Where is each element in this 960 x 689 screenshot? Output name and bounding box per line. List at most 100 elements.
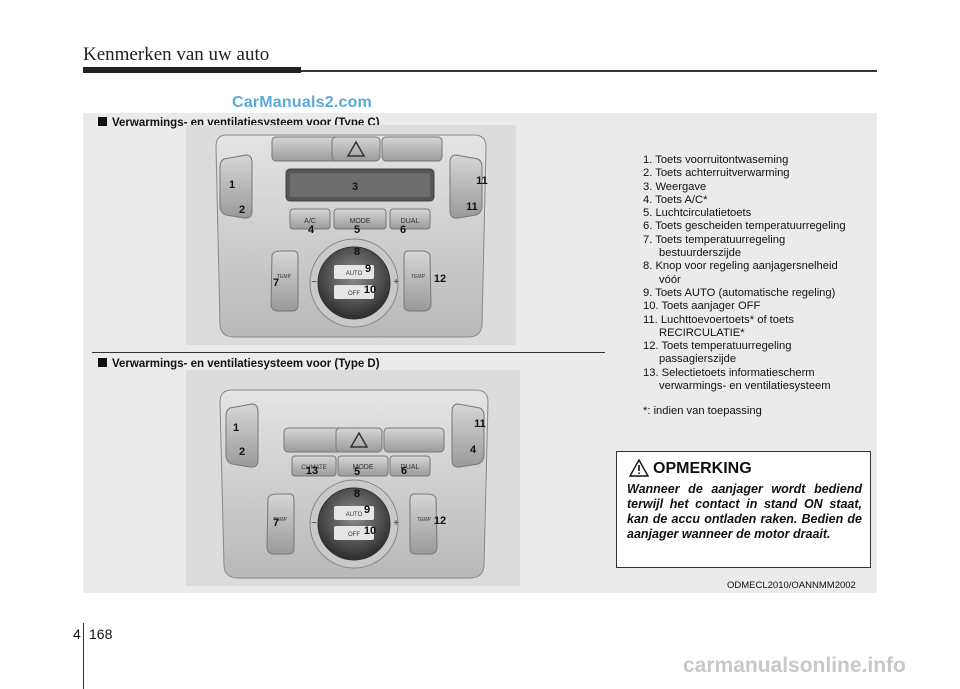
section-heading-type-d: Verwarmings- en ventilatiesysteem voor (… [98, 358, 380, 370]
notice-body: Wanneer de aanjager wordt bediend terwij… [627, 482, 862, 541]
legend-footnote: *: indien van toepassing [643, 405, 762, 418]
panel-d-top-button-right[interactable] [383, 427, 445, 453]
left-upper-rocker-d[interactable] [225, 403, 259, 468]
dual-button-d-label: DUAL [401, 464, 420, 471]
ac-button[interactable] [289, 208, 331, 230]
callout-d8: 8 [354, 488, 360, 500]
fan-minus-glyph: − [311, 277, 317, 288]
callout-d7: 7 [273, 517, 279, 529]
off-button-d-label: OFF [348, 532, 360, 538]
legend-item: 13. Selectietoets informatiescherm [643, 366, 815, 379]
auto-button-d-label: AUTO [346, 512, 363, 518]
display-screen-inner [290, 173, 430, 197]
legend-item: 4. Toets A/C* [643, 193, 708, 206]
driver-temp-d-label: TEMP [273, 517, 288, 523]
legend-item: 8. Knop voor regeling aanjagersnelheid [643, 260, 838, 273]
callout-c7: 7 [273, 277, 279, 289]
section-divider [92, 352, 605, 353]
figure-code: ODMECL2010/OANNMM2002 [727, 580, 856, 591]
callout-d12: 12 [434, 515, 446, 527]
callout-c11a: 11 [476, 175, 488, 187]
legend-item: 6. Toets gescheiden temperatuurregeling [643, 220, 846, 233]
page-header-title: Kenmerken van uw auto [83, 44, 270, 65]
auto-button-d[interactable] [334, 506, 374, 520]
callout-c6: 6 [400, 224, 406, 236]
footer-vertical-rule [83, 623, 84, 689]
footer-page-number: 168 [89, 626, 113, 642]
callout-c11b: 11 [466, 201, 478, 213]
mode-button-d[interactable] [337, 455, 389, 477]
passenger-temp-label: TEMP [411, 274, 426, 280]
mode-button[interactable] [333, 208, 387, 230]
legend-item-continuation: vóór [659, 273, 681, 286]
passenger-temp-d-label: TEMP [417, 517, 432, 523]
callout-d5: 5 [354, 466, 360, 478]
climate-panel-type-c: A/C MODE DUAL TEMP TEMP AUTO OFF − + 1 2… [186, 125, 516, 345]
legend-item: 7. Toets temperatuurregeling [643, 233, 786, 246]
hazard-button-d[interactable] [335, 427, 383, 453]
off-button-label: OFF [348, 291, 360, 297]
fan-minus-glyph-d: − [311, 518, 317, 529]
legend-list: 1. Toets voorruitontwaseming 2. Toets ac… [643, 154, 873, 419]
callout-d1: 1 [233, 422, 239, 434]
callout-d13: 13 [306, 465, 318, 477]
legend-item: 10. Toets aanjager OFF [643, 300, 761, 313]
callout-c1: 1 [229, 179, 235, 191]
mode-button-d-label: MODE [353, 464, 374, 471]
legend-item-continuation: verwarmings- en ventilatiesysteem [659, 380, 831, 393]
legend-item: 11. Luchttoevoertoets* of toets [643, 313, 794, 326]
auto-button[interactable] [334, 265, 374, 279]
bullet-square-icon [98, 117, 107, 126]
watermark-top[interactable]: CarManuals2.com [232, 94, 372, 111]
right-upper-rocker-d[interactable] [451, 403, 485, 468]
fan-plus-glyph: + [393, 277, 399, 288]
callout-d2: 2 [239, 446, 245, 458]
off-button[interactable] [334, 285, 374, 299]
warning-triangle-icon [629, 459, 649, 477]
dual-button[interactable] [389, 208, 431, 230]
legend-item: 1. Toets voorruitontwaseming [643, 154, 789, 166]
legend-item: 3. Weergave [643, 180, 707, 193]
callout-c2: 2 [239, 204, 245, 216]
callout-d11: 11 [474, 418, 486, 430]
callout-c12: 12 [434, 273, 446, 285]
panel-c-top-button-right[interactable] [381, 136, 443, 162]
notice-title: OPMERKING [653, 460, 752, 477]
fan-plus-glyph-d: + [393, 518, 399, 529]
driver-temp-label: TEMP [277, 274, 292, 280]
auto-button-label: AUTO [346, 271, 363, 277]
right-upper-rocker[interactable] [449, 154, 483, 219]
passenger-temp-rocker[interactable] [403, 250, 432, 312]
off-button-d[interactable] [334, 526, 374, 540]
callout-c8: 8 [354, 246, 360, 258]
climate-panel-type-d: CLIMATE MODE DUAL TEMP TEMP AUTO OFF − +… [186, 370, 520, 586]
dual-button-label: DUAL [401, 218, 420, 225]
passenger-temp-rocker-d[interactable] [409, 493, 438, 555]
notice-box: OPMERKING Wanneer de aanjager wordt bedi… [616, 451, 871, 568]
callout-d6: 6 [401, 465, 407, 477]
hazard-button[interactable] [331, 136, 381, 162]
driver-temp-rocker-d[interactable] [266, 493, 295, 555]
watermark-bottom[interactable]: carmanualsonline.info [683, 654, 906, 677]
hazard-icon-d [349, 431, 369, 448]
callout-c5: 5 [354, 224, 360, 236]
section-heading-type-d-text: Verwarmings- en ventilatiesysteem voor (… [112, 358, 380, 370]
callout-c3: 3 [352, 181, 358, 193]
mode-button-label: MODE [350, 218, 371, 225]
bullet-square-icon [98, 358, 107, 367]
legend-item-continuation: passagierszijde [659, 353, 737, 366]
callout-c10: 10 [364, 284, 376, 296]
legend-item-continuation: bestuurderszijde [659, 247, 742, 260]
left-upper-rocker[interactable] [219, 154, 253, 219]
legend-item-continuation: RECIRCULATIE* [659, 326, 745, 339]
ac-button-label: A/C [304, 218, 316, 225]
climate-button[interactable] [291, 455, 337, 477]
dual-button-d[interactable] [389, 455, 431, 477]
legend-item: 5. Luchtcirculatietoets [643, 207, 752, 220]
driver-temp-rocker[interactable] [270, 250, 299, 312]
legend-item: 2. Toets achterruitverwarming [643, 167, 790, 180]
legend-item: 9. Toets AUTO (automatische regeling) [643, 286, 836, 299]
header-rule-thick [83, 67, 301, 73]
legend-item: 12. Toets temperatuurregeling [643, 340, 792, 353]
callout-d4: 4 [470, 444, 477, 456]
